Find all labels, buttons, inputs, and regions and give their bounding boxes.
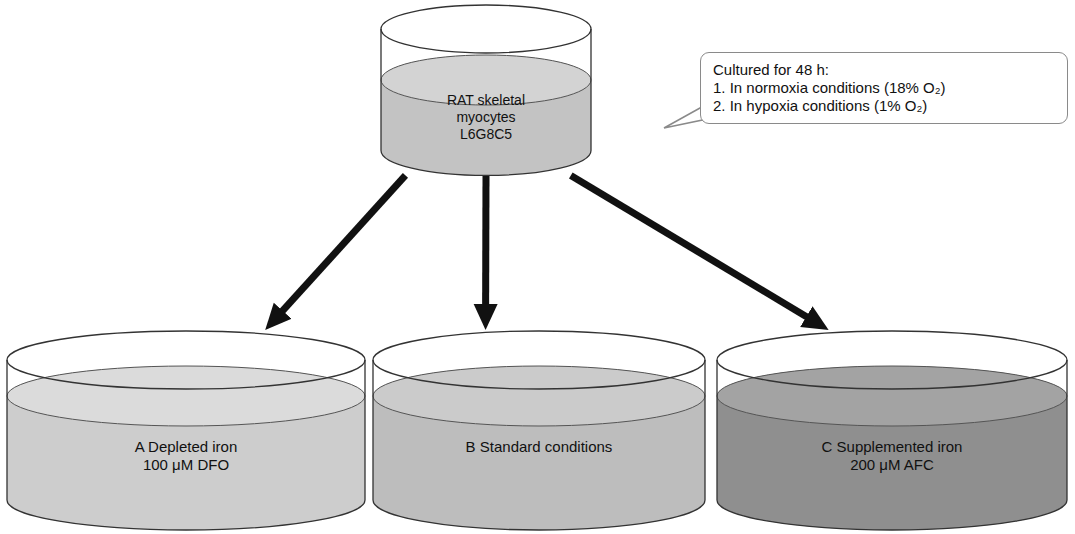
text-group: B Standard conditions: [372, 438, 706, 456]
callout-box: Cultured for 48 h:1. In normoxia conditi…: [700, 52, 1068, 124]
dish-wall: [717, 360, 1067, 530]
dish-outline: [372, 330, 706, 530]
dish-rim: [717, 331, 1067, 389]
dish-rim: [7, 331, 365, 389]
dish-label: 100 μM DFO: [36, 456, 336, 474]
medium: [7, 366, 365, 530]
dish-wall: [381, 29, 591, 175]
dish-wall: [373, 360, 705, 530]
arrow: [571, 175, 813, 320]
culture-dish: B Standard conditions: [372, 330, 706, 530]
dish-body: [7, 360, 365, 530]
medium-surface: [717, 366, 1067, 426]
arrow: [482, 175, 489, 311]
medium: [381, 55, 591, 175]
medium-surface: [7, 366, 365, 426]
dish-rim: [381, 5, 591, 53]
dish-label: C Supplemented iron: [742, 438, 1042, 456]
text-group: C Supplemented iron200 μM AFC: [716, 438, 1068, 474]
dish-body: [717, 360, 1067, 530]
arrow: [278, 175, 405, 316]
dish-outline: [6, 330, 366, 530]
culture-dish: RAT skeletal myocytes L6G8C5: [380, 4, 592, 175]
dish-label: A Depleted iron: [36, 438, 336, 456]
dish-rim: [373, 331, 705, 389]
dish-outline: [716, 330, 1068, 530]
dish-outline: [380, 4, 592, 175]
culture-dish: A Depleted iron100 μM DFO: [6, 330, 366, 530]
medium: [717, 366, 1067, 530]
dish-label: 200 μM AFC: [742, 456, 1042, 474]
dish-body: [373, 360, 705, 530]
text-group: A Depleted iron100 μM DFO: [6, 438, 366, 474]
culture-dish: C Supplemented iron200 μM AFC: [716, 330, 1068, 530]
medium: [373, 366, 705, 530]
callout-text: 1. In normoxia conditions (18% O₂): [713, 79, 1055, 97]
dish-wall: [7, 360, 365, 530]
text-group: Cultured for 48 h:1. In normoxia conditi…: [713, 61, 1055, 115]
callout-text: Cultured for 48 h:: [713, 61, 1055, 79]
dish-label: B Standard conditions: [399, 438, 679, 456]
callout-text: 2. In hypoxia conditions (1% O₂): [713, 97, 1055, 115]
dish-body: [381, 29, 591, 175]
dish-label: RAT skeletal myocytes L6G8C5: [431, 92, 541, 142]
medium-surface: [373, 366, 705, 426]
text-group: RAT skeletal myocytes L6G8C5: [380, 92, 592, 142]
